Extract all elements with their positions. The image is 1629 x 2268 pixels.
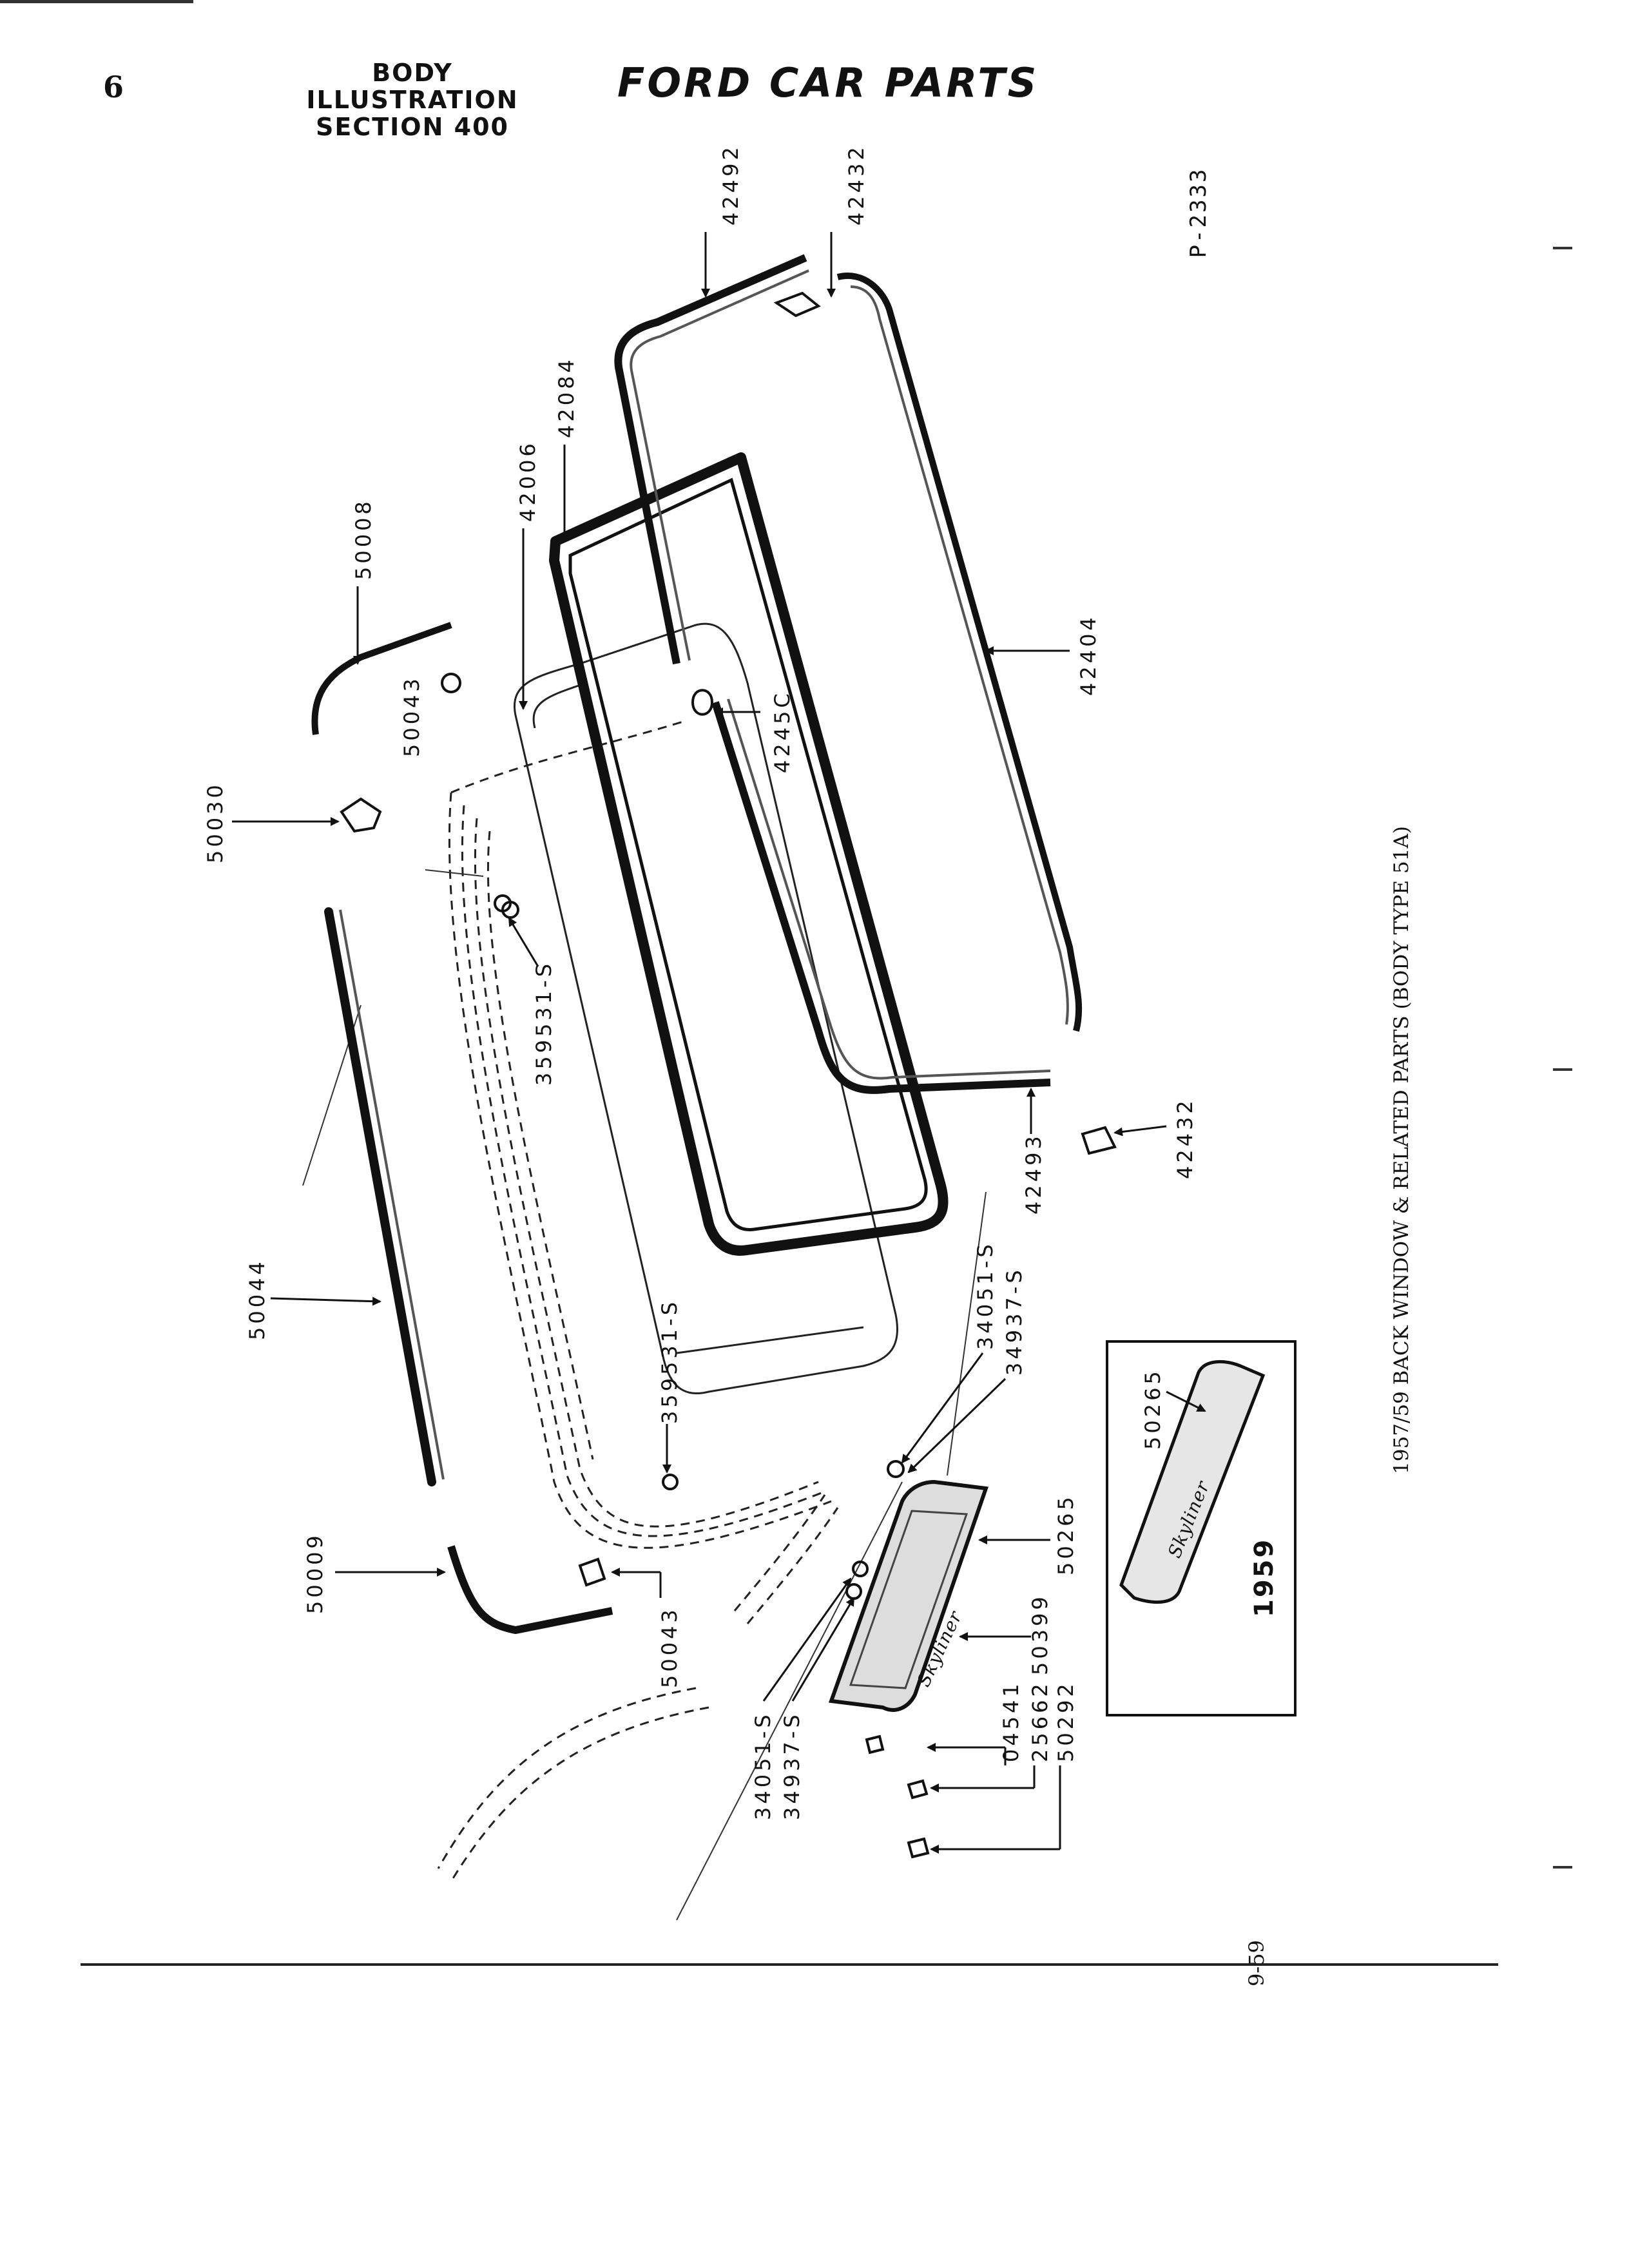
window-weatherstrip-inner (568, 477, 928, 1231)
callout-359531-lower: 359531-S (657, 1299, 682, 1474)
inset-emblem (1119, 1360, 1266, 1604)
section-heading: BODY ILLUSTRATION SECTION 400 (271, 59, 554, 140)
callout-50009: 50009 (303, 1532, 446, 1614)
callout-50008: 50008 (351, 498, 376, 665)
upper-reveal-moulding-edge (630, 269, 809, 661)
callout-label: 42492 (718, 144, 743, 226)
callout-50043-bottom: 50043 (611, 1568, 682, 1688)
callout-50030: 50030 (203, 782, 340, 863)
callout-label: 50043 (657, 1606, 682, 1688)
lower-reveal-moulding-edge (727, 698, 1051, 1080)
callout-42432-bottom: 42432 (1113, 1097, 1197, 1179)
back-window-glass (514, 622, 899, 1395)
roof-rail-moulding-edge (339, 909, 445, 1480)
callout-359531-upper: 359531-S (508, 917, 556, 1086)
callout-50043-top: 50043 (400, 675, 424, 757)
upper-reveal-moulding (614, 254, 807, 665)
inset-leader (1166, 1390, 1206, 1412)
callout-50044: 50044 (245, 1258, 381, 1340)
callout-34937-left: 34937-S (780, 1597, 855, 1820)
lower-reveal-moulding (711, 701, 1051, 1094)
callout-25662: 25662 (930, 1680, 1052, 1792)
top-edge-rule (0, 0, 193, 3)
callout-label: 50044 (245, 1258, 269, 1340)
callout-label: 50043 (400, 675, 424, 757)
callout-42084: 42084 (554, 356, 579, 543)
bottom-rule (81, 1963, 1498, 1966)
callout-50265: 50265 (978, 1494, 1078, 1575)
callout-04541: 04541 (927, 1680, 1023, 1765)
window-weatherstrip (549, 452, 949, 1256)
side-reveal-moulding (836, 273, 1083, 1032)
callout-34051-right: 34051-S (901, 1241, 998, 1464)
callout-label: 42006 (516, 440, 540, 522)
callout-50399: 50399 (959, 1593, 1052, 1675)
roof-rail-moulding (324, 907, 436, 1486)
callout-label: 42432 (844, 144, 869, 226)
callout-50292: 50292 (930, 1680, 1078, 1854)
callout-label: 25662 (1028, 1680, 1052, 1762)
hardware-parts (340, 291, 1117, 1859)
callout-34937-right: 34937-S (907, 1267, 1027, 1474)
callout-label: 50008 (351, 498, 376, 580)
callout-42492: 42492 (701, 144, 743, 298)
callout-42432-top: 42432 (827, 144, 869, 298)
callout-label: 50265 (1054, 1494, 1078, 1575)
margin-tick (1553, 1068, 1572, 1071)
upper-corner-moulding (311, 622, 452, 735)
callout-label: 359531-S (532, 961, 556, 1086)
page-number: 6 (103, 70, 124, 104)
callout-label: 34051-S (751, 1711, 775, 1820)
side-reveal-moulding-edge (850, 285, 1069, 1025)
brand-title: FORD CAR PARTS (617, 59, 1039, 106)
section-line-1: BODY ILLUSTRATION (306, 59, 519, 114)
callout-label: 42493 (1021, 1133, 1046, 1215)
inset-frame (1106, 1340, 1296, 1716)
lower-corner-moulding (447, 1545, 613, 1635)
callout-label: 50009 (303, 1532, 327, 1614)
callout-label: 4245C (770, 690, 795, 773)
inset-part-number: 50265 (1141, 1368, 1165, 1450)
callout-label: 42084 (554, 356, 579, 438)
rear-emblem-plate (828, 1479, 989, 1712)
callout-42450: 4245C (714, 690, 795, 773)
callout-34051-left: 34051-S (751, 1577, 852, 1820)
callout-42404: 42404 (985, 614, 1101, 696)
callout-label: 34937-S (780, 1711, 804, 1820)
body-outline (437, 720, 839, 1882)
margin-tick (1553, 1866, 1572, 1869)
callout-42006: 42006 (516, 440, 540, 710)
callout-label: 50292 (1054, 1680, 1078, 1762)
callout-42493: 42493 (1021, 1088, 1046, 1215)
callout-label: 359531-S (657, 1299, 682, 1424)
callout-label: 04541 (999, 1680, 1023, 1762)
callout-label: 42432 (1173, 1097, 1197, 1179)
section-line-2: SECTION 400 (316, 113, 509, 141)
callout-label: 42404 (1076, 614, 1101, 696)
inset-year: 1959 (1249, 1538, 1279, 1617)
margin-tick (1553, 247, 1572, 249)
callout-label: 50399 (1028, 1593, 1052, 1675)
callout-label: 34051-S (973, 1241, 998, 1350)
callout-label: 50030 (203, 782, 227, 863)
callout-label: 34937-S (1002, 1267, 1027, 1376)
